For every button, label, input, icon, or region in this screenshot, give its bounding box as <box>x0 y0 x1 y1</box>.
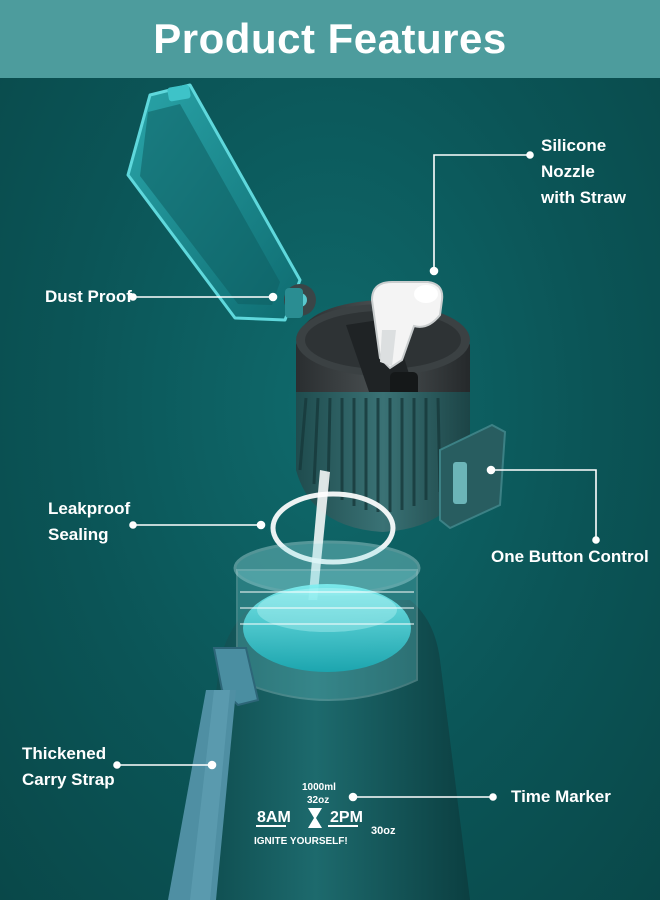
mark-slogan: IGNITE YOURSELF! <box>254 836 348 847</box>
mark-30oz: 30oz <box>371 825 396 837</box>
header-banner: Product Features <box>0 0 660 78</box>
flip-cap <box>126 83 302 322</box>
callout-silicone-nozzle: Silicone Nozzle with Straw <box>541 136 627 207</box>
carry-strap <box>168 647 260 900</box>
callout-time-marker: Time Marker <box>511 787 611 806</box>
bottle-markings: 1000ml 32oz 8AM 2PM 30oz IGNITE YOURSELF… <box>254 782 396 847</box>
mark-32oz: 32oz <box>307 795 329 806</box>
page-title: Product Features <box>153 15 507 62</box>
mark-2pm: 2PM <box>330 809 363 826</box>
callout-one-button-control: One Button Control <box>491 547 649 566</box>
callout-lines <box>113 151 600 802</box>
silicone-nozzle <box>370 281 444 370</box>
callout-leakproof-sealing: Leakproof Sealing <box>48 499 131 544</box>
hinge <box>284 284 316 318</box>
sealing-ring <box>270 491 396 565</box>
callout-carry-strap: Thickened Carry Strap <box>22 744 115 789</box>
mark-8am: 8AM <box>257 809 291 826</box>
callout-dust-proof: Dust Proof <box>45 287 132 306</box>
hourglass-icon <box>308 808 322 828</box>
mark-1000ml: 1000ml <box>302 782 336 793</box>
